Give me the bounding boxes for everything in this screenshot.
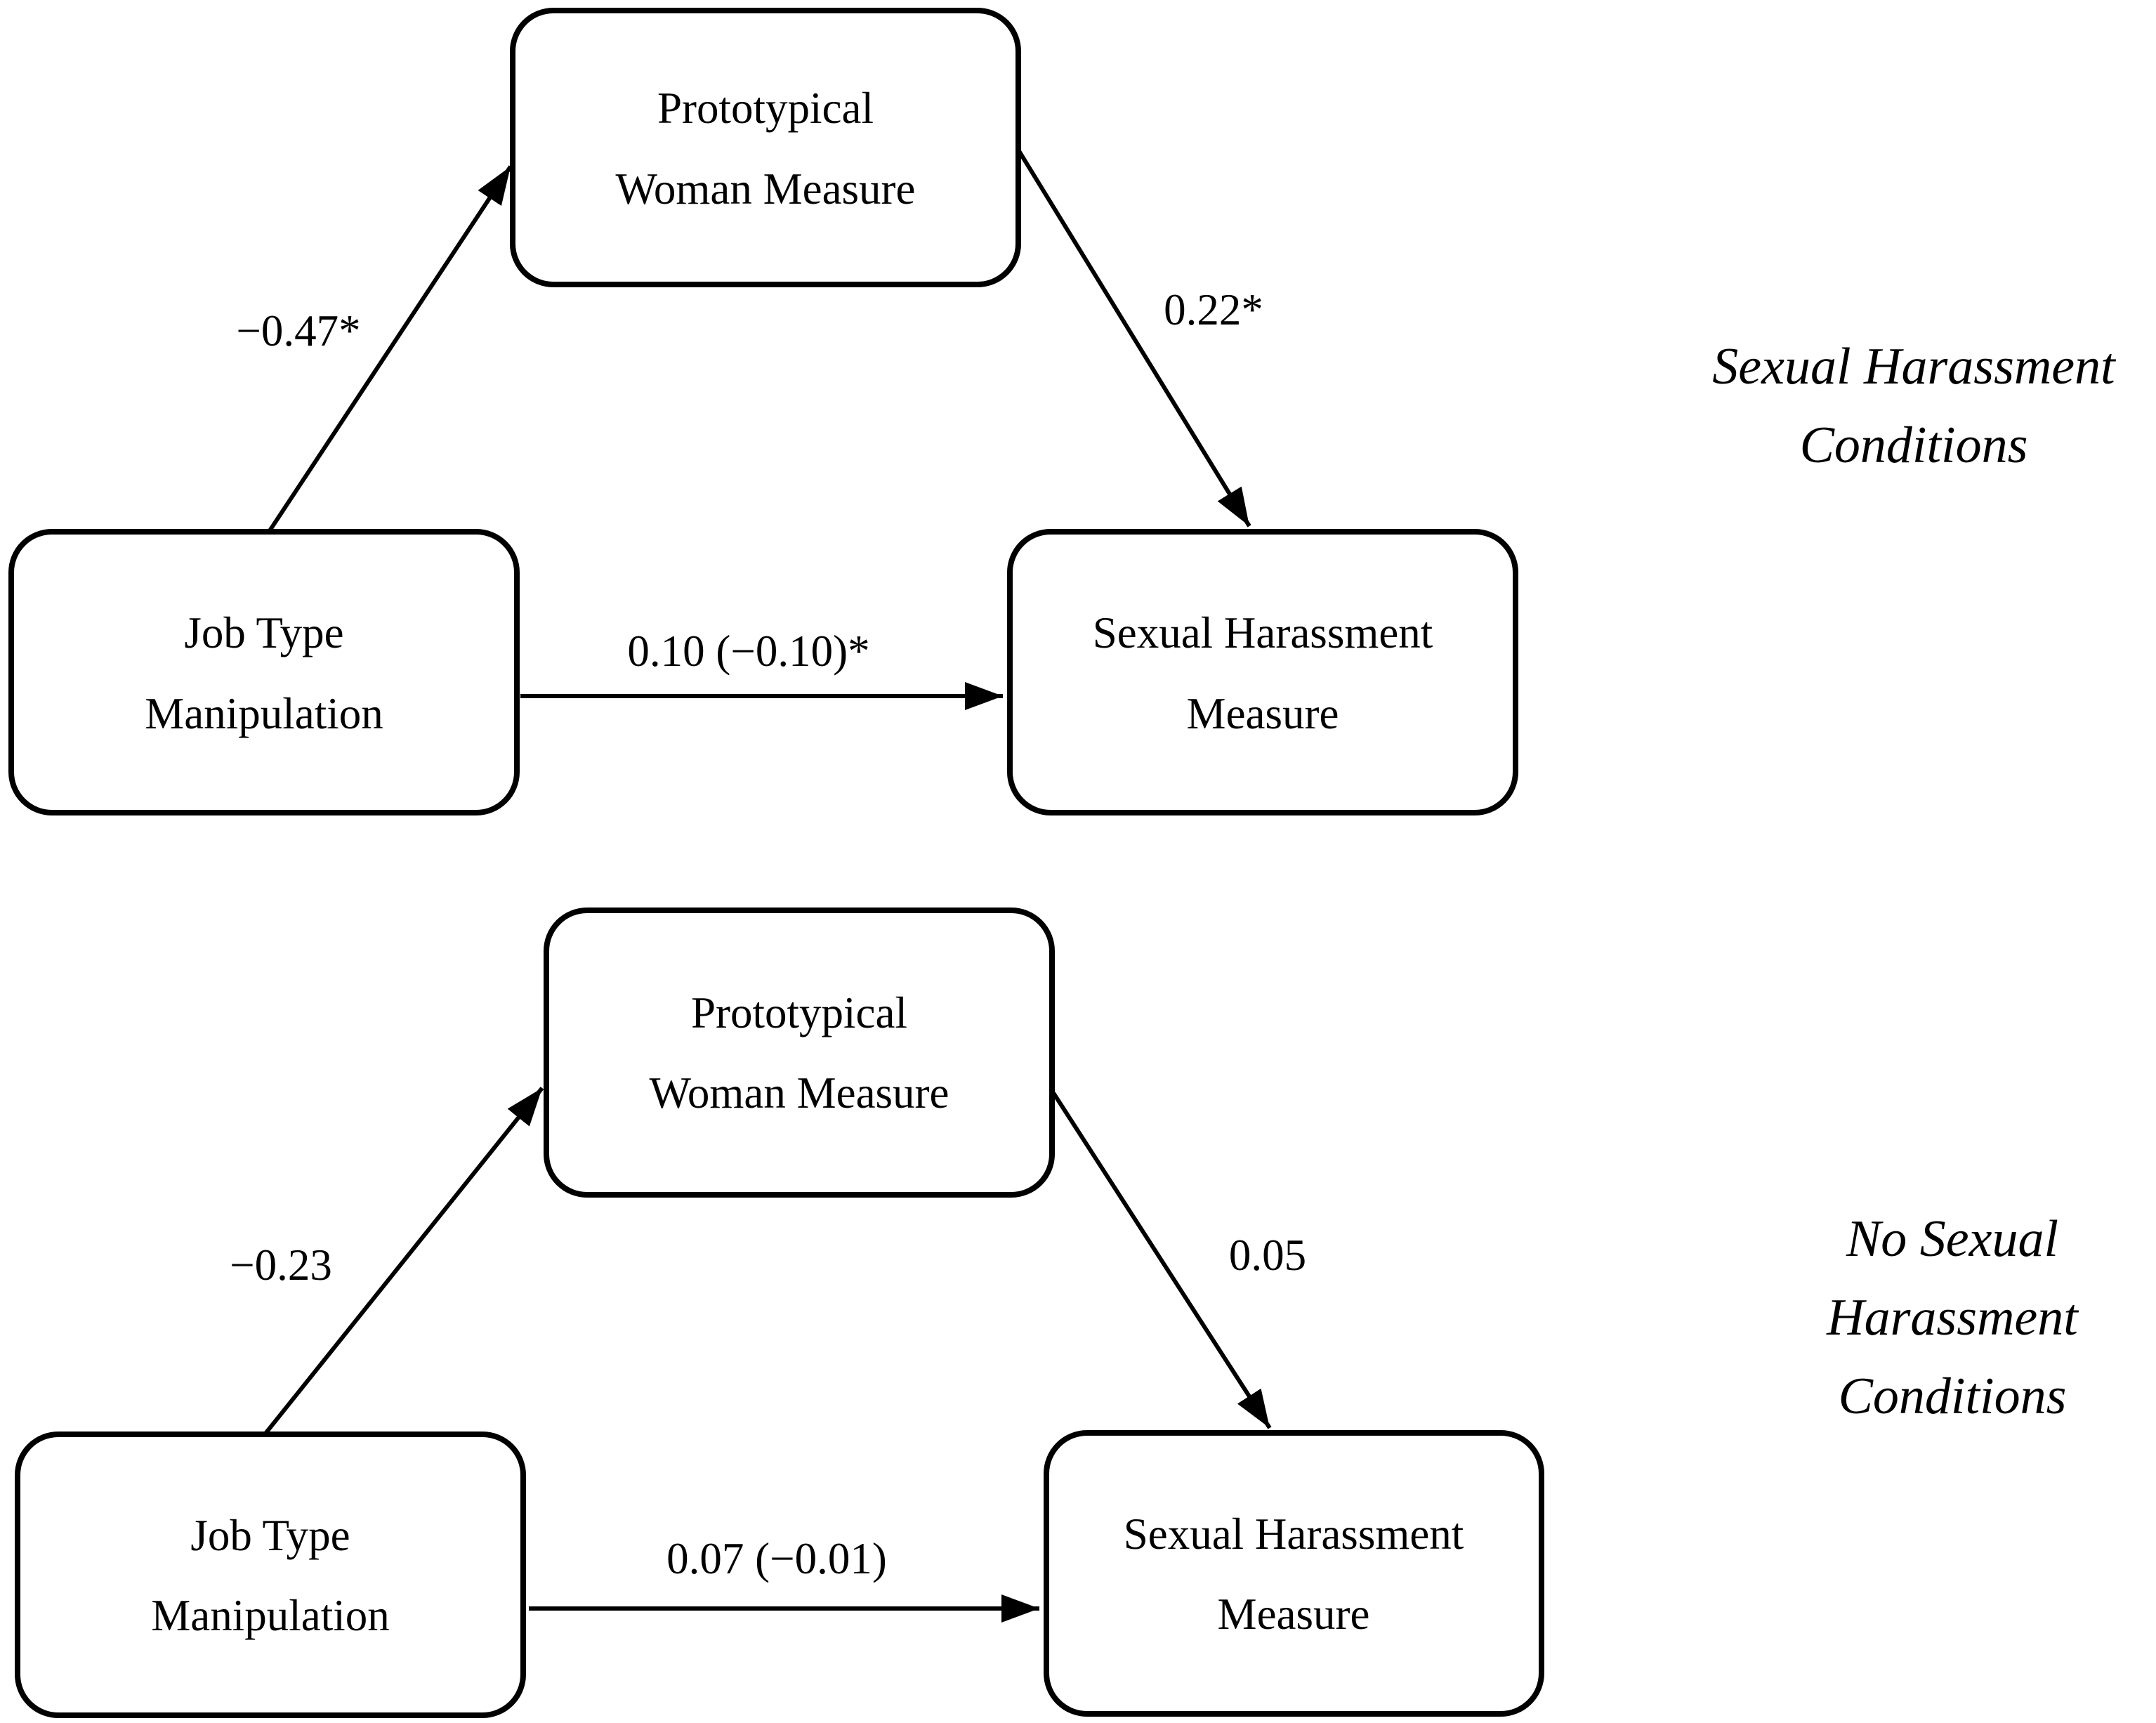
outcome-box (1044, 1430, 1544, 1717)
coefficient-mediator-to-outcome: 0.05 (1229, 1231, 1306, 1280)
predictor-label-line1: Job Type (190, 1511, 350, 1560)
mediator-label-line2: Woman Measure (649, 1068, 949, 1118)
condition-label-line1: No Sexual (1846, 1210, 2058, 1268)
condition-label-line3: Conditions (1839, 1368, 2067, 1425)
mediator-label-line1: Prototypical (657, 84, 874, 133)
mediator-label-line2: Woman Measure (615, 164, 915, 214)
coefficient-mediator-to-outcome: 0.22* (1164, 285, 1263, 334)
outcome-label-line2: Measure (1218, 1590, 1370, 1639)
bottom-diagram: Prototypical Woman Measure Job Type Mani… (15, 908, 2079, 1718)
outcome-label-line1: Sexual Harassment (1093, 608, 1433, 657)
predictor-label-line2: Manipulation (151, 1591, 389, 1640)
outcome-label-line1: Sexual Harassment (1124, 1509, 1464, 1559)
coefficient-predictor-to-mediator: −0.23 (230, 1240, 332, 1290)
path-mediator-to-outcome-arrow (1051, 1092, 1272, 1429)
coefficient-predictor-to-mediator: −0.47* (236, 306, 360, 355)
mediator-label-line1: Prototypical (691, 988, 907, 1037)
mediator-box (544, 908, 1055, 1198)
coefficient-predictor-to-outcome-direct: 0.07 (−0.01) (666, 1534, 887, 1583)
mediator-box (510, 8, 1021, 287)
outcome-label-line2: Measure (1187, 689, 1339, 738)
outcome-box (1007, 529, 1518, 815)
condition-label-line1: Sexual Harassment (1712, 338, 2117, 395)
path-mediator-to-outcome-arrow (1017, 150, 1251, 528)
coefficient-predictor-to-outcome-direct: 0.10 (−0.10)* (627, 627, 869, 676)
predictor-label-line2: Manipulation (145, 689, 383, 738)
predictor-box (15, 1432, 526, 1718)
predictor-label-line1: Job Type (184, 608, 343, 657)
top-diagram: Prototypical Woman Measure Job Type Mani… (8, 8, 2117, 815)
condition-label-line2: Conditions (1800, 417, 2028, 474)
path-predictor-to-mediator-arrow (263, 1087, 544, 1436)
predictor-box (8, 529, 520, 815)
condition-label-line2: Harassment (1826, 1289, 2079, 1347)
path-predictor-to-mediator-arrow (267, 165, 513, 533)
